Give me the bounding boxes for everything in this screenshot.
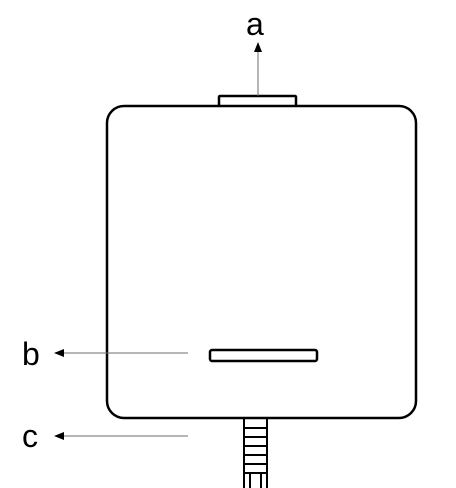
front-slot [208, 348, 319, 363]
cable-connector [243, 418, 268, 488]
callout-label-b: b [22, 336, 40, 372]
callout-label-c: c [22, 418, 38, 454]
device-body [105, 104, 418, 420]
callout-label-a: a [246, 6, 264, 42]
